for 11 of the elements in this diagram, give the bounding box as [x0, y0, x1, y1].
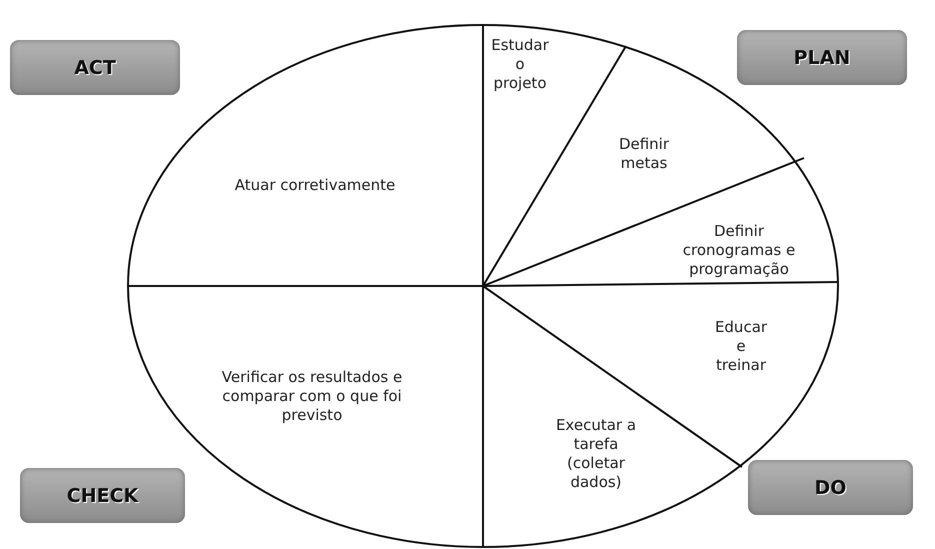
segment-text: Educar e treinar	[712, 318, 770, 375]
segment-text: Definir cronogramas e programação	[674, 222, 804, 279]
phase-label: PLAN	[737, 30, 907, 85]
segment-text: Atuar corretivamente	[195, 176, 435, 195]
phase-label: CHECK	[20, 468, 185, 523]
phase-label: ACT	[10, 40, 180, 95]
segment-text: Estudar o projeto	[490, 36, 550, 93]
segment-text: Definir metas	[606, 135, 682, 173]
segment-text: Executar a tarefa (coletar dados)	[543, 416, 649, 492]
phase-label: DO	[748, 460, 913, 515]
segment-text: Verificar os resultados e comparar com o que foi previsto	[216, 368, 408, 425]
